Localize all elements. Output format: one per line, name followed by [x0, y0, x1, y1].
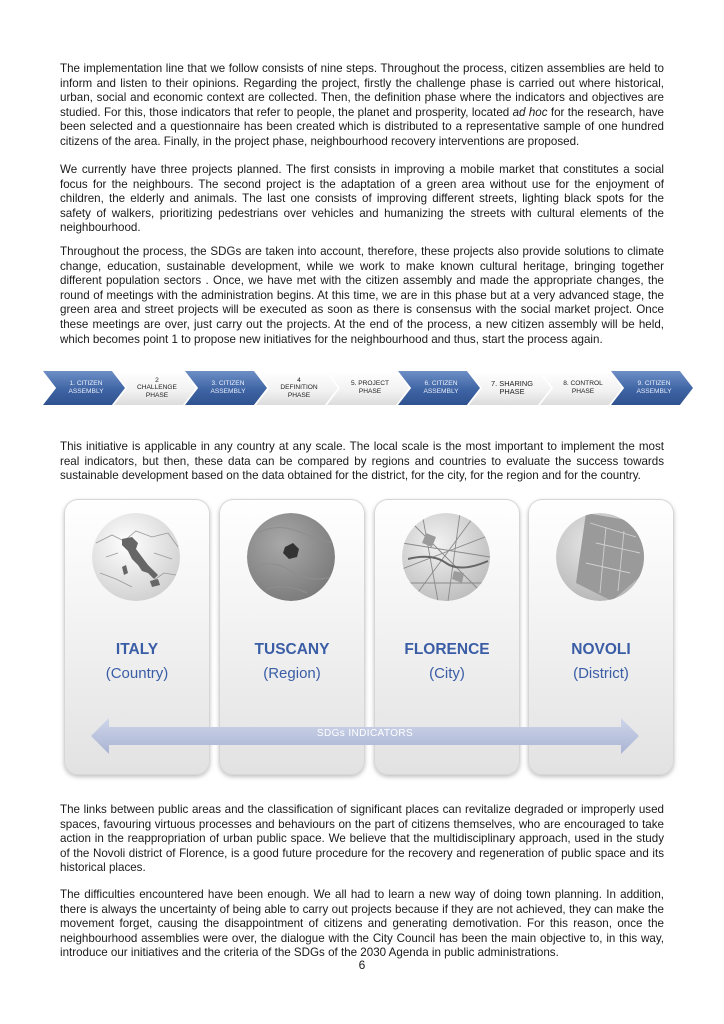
paragraph-implementation: The implementation line that we follow c…: [60, 62, 664, 150]
card-title: NOVOLI: [571, 641, 631, 658]
paragraph-text: for the research, have been selected and…: [60, 105, 665, 148]
italy-map-icon: [92, 513, 180, 601]
card-title: TUSCANY: [254, 641, 330, 658]
paragraph-sdgs: Throughout the process, the SDGs are tak…: [60, 245, 664, 346]
paragraph-difficulties: The difficulties encountered have been e…: [60, 888, 664, 960]
paragraph-public-space: The links between public areas and the c…: [60, 803, 664, 875]
card-subtitle: (Country): [105, 665, 169, 682]
page-number: 6: [358, 958, 366, 972]
card-title: FLORENCE: [404, 641, 490, 658]
florence-map-icon: [402, 513, 490, 601]
double-arrow-icon: [91, 718, 639, 754]
scale-cards-diagram: ITALY (Country) TUSCANY (Region) FLORENC…: [64, 499, 674, 783]
card-subtitle: (District): [573, 665, 629, 682]
paragraph-emphasis: ad hoc: [512, 105, 548, 119]
tuscany-map-icon: [247, 513, 335, 601]
arrow-label: SDGs INDICATORS: [316, 728, 414, 739]
paragraph-text: The implementation line that we follow c…: [60, 62, 664, 119]
card-subtitle: (City): [429, 665, 465, 682]
card-title: ITALY: [115, 641, 159, 658]
novoli-map-icon: [556, 513, 644, 601]
paragraph-projects: We currently have three projects planned…: [60, 163, 664, 235]
card-subtitle: (Region): [263, 665, 321, 682]
paragraph-scale: This initiative is applicable in any cou…: [60, 440, 664, 483]
